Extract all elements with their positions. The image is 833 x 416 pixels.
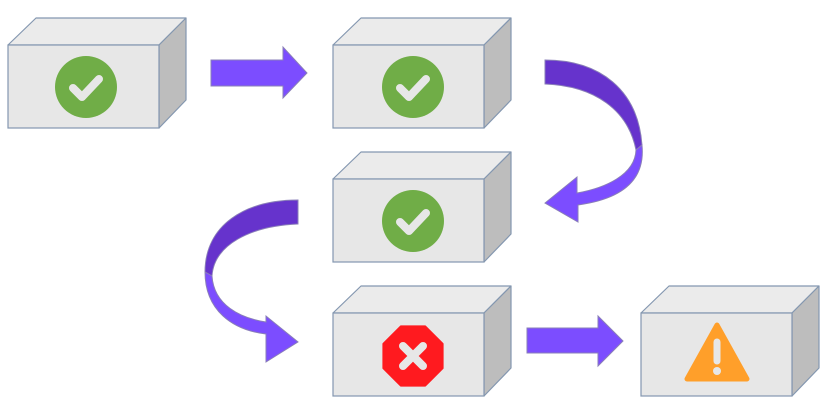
stage-box-5 [640, 285, 820, 397]
stage-box-3 [332, 151, 512, 263]
curved-arrow-lower [204, 271, 299, 363]
arrow-stage-4-to-5 [526, 314, 624, 368]
exclamation-dot [713, 367, 721, 375]
stage-box-4 [332, 285, 512, 397]
stage-box-2 [332, 17, 512, 129]
stage-box-1 [7, 17, 187, 129]
arrow-stage-1-to-2 [210, 45, 308, 100]
error-octagon-icon [382, 325, 444, 387]
checkmark-glyph [396, 75, 430, 101]
check-circle-icon [382, 190, 444, 252]
check-circle-icon [382, 56, 444, 118]
curved-arrow-lower [544, 144, 643, 223]
x-glyph [399, 342, 427, 370]
check-circle-icon [55, 56, 117, 118]
checkmark-glyph [396, 209, 430, 235]
curved-arrow-stage-2-to-3 [544, 59, 643, 223]
curved-arrow-upper [544, 59, 643, 151]
warning-triangle-icon [684, 322, 750, 382]
curved-arrow-stage-3-to-4 [204, 199, 299, 363]
curved-arrow-upper [204, 199, 299, 277]
checkmark-glyph [69, 75, 103, 101]
